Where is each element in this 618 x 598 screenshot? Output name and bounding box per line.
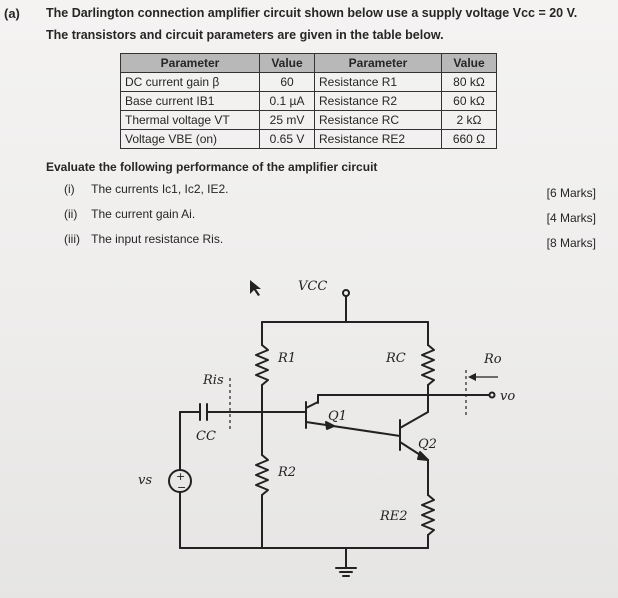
re2-resistor [421, 494, 435, 536]
item-text: The current gain Ai. [91, 207, 196, 221]
table-header: Parameter [120, 53, 260, 73]
table-cell: 0.65 V [259, 129, 315, 149]
re2-label: RE2 [379, 509, 408, 524]
item-number: (iii) [64, 232, 80, 246]
question-line-1: The Darlington connection amplifier circ… [46, 6, 578, 20]
r2-resistor [255, 454, 269, 496]
minus-sign: − [177, 481, 186, 494]
table-cell: Base current IB1 [120, 91, 260, 111]
item-marks: [4 Marks] [546, 211, 596, 225]
cc-label: CC [196, 429, 216, 444]
r1-resistor [255, 344, 269, 386]
plus-sign: + [176, 470, 185, 483]
table-row: Base current IB1 0.1 µA Resistance R2 60… [120, 91, 497, 111]
item-number: (i) [64, 182, 75, 196]
table-cell: 0.1 µA [259, 91, 315, 111]
question-item: (i) The currents Ic1, Ic2, IE2. [64, 182, 229, 196]
question-line-2: The transistors and circuit parameters a… [46, 28, 444, 42]
question-item: (iii) The input resistance Ris. [64, 232, 223, 246]
question-label: (a) [4, 6, 20, 21]
item-number: (ii) [64, 207, 78, 221]
r2-label: R2 [277, 465, 296, 480]
item-marks: [6 Marks] [546, 186, 596, 200]
item-marks: [8 Marks] [546, 236, 596, 250]
ro-arrow [468, 373, 476, 381]
r1-label: R1 [277, 351, 296, 366]
table-cell: 660 Ω [441, 129, 497, 149]
table-row: DC current gain β 60 Resistance R1 80 kΩ [120, 72, 497, 92]
q2-label: Q2 [418, 437, 437, 452]
table-header: Value [441, 53, 497, 73]
item-text: The input resistance Ris. [91, 232, 224, 246]
vcc-label: VCC [298, 279, 327, 294]
rc-resistor [421, 344, 435, 386]
vo-terminal [488, 391, 496, 399]
table-cell: Thermal voltage VT [120, 110, 260, 130]
evaluate-instruction: Evaluate the following performance of th… [46, 160, 378, 174]
mouse-cursor-icon [250, 280, 261, 296]
table-cell: Resistance RE2 [314, 129, 442, 149]
item-text: The currents Ic1, Ic2, IE2. [91, 182, 229, 196]
ris-label: Ris [202, 373, 224, 388]
vo-label: vo [500, 389, 515, 404]
question-item: (ii) The current gain Ai. [64, 207, 195, 221]
parameter-table: Parameter Value Parameter Value DC curre… [120, 53, 497, 149]
table-cell: Resistance R1 [314, 72, 442, 92]
table-header-row: Parameter Value Parameter Value [120, 53, 497, 73]
table-cell: 60 [259, 72, 315, 92]
table-row: Voltage VBE (on) 0.65 V Resistance RE2 6… [120, 129, 497, 149]
ro-label: Ro [483, 352, 502, 367]
q1-label: Q1 [328, 409, 347, 424]
rc-label: RC [385, 351, 406, 366]
table-cell: DC current gain β [120, 72, 260, 92]
table-row: Thermal voltage VT 25 mV Resistance RC 2… [120, 110, 497, 130]
vs-label: vs [138, 473, 152, 488]
table-cell: Voltage VBE (on) [120, 129, 260, 149]
